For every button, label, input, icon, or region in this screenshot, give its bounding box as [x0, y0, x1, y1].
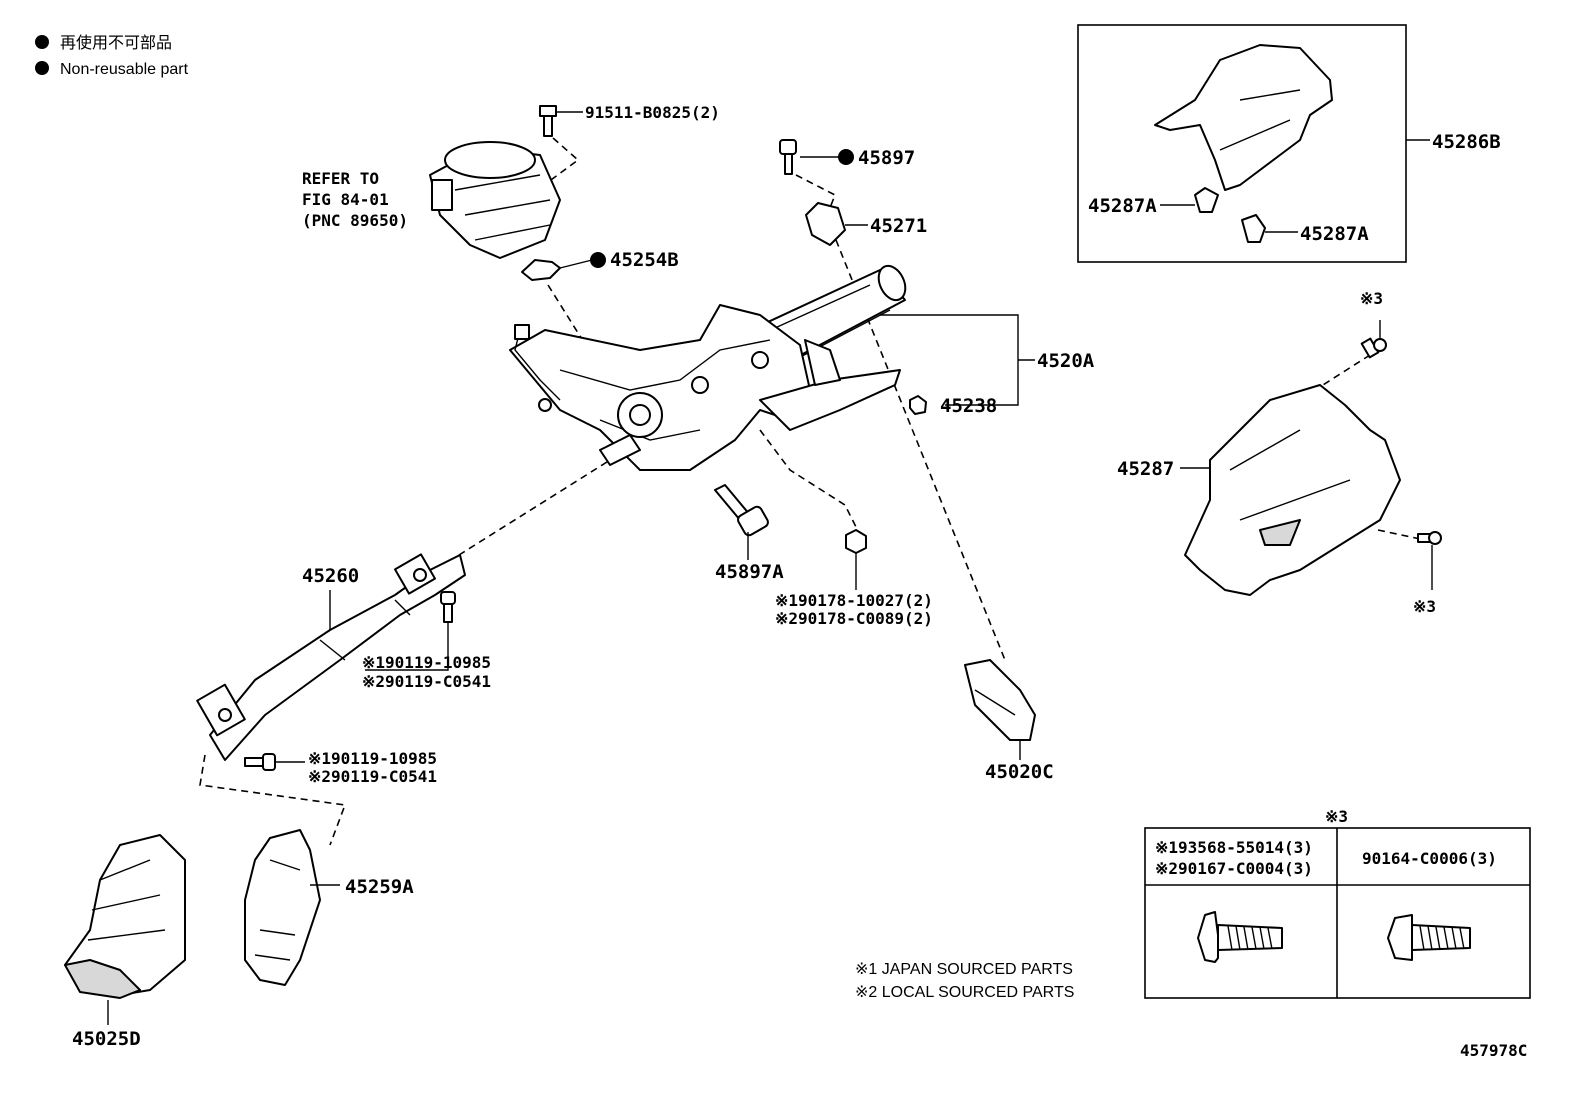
- bolt-45897: [779, 139, 854, 175]
- source-notes: ※1 JAPAN SOURCED PARTS ※2 LOCAL SOURCED …: [855, 961, 1074, 1001]
- label-45287a-right: 45287A: [1300, 223, 1369, 245]
- non-reusable-dot-icon: [590, 252, 606, 268]
- sensor-45020c: [964, 659, 1036, 760]
- legend-label-jp: 再使用不可部品: [60, 34, 172, 52]
- label-45897: 45897: [858, 147, 915, 169]
- table-title: ※3: [1325, 807, 1348, 826]
- table-col1-line1: ※193568-55014(3): [1155, 838, 1313, 857]
- group-45286b: [1077, 24, 1430, 263]
- label-45287: 45287: [1117, 458, 1174, 480]
- non-reusable-dot-icon: [35, 61, 49, 75]
- bolt-90119-upper: [365, 591, 456, 671]
- power-steering-motor: [429, 141, 561, 259]
- boot-45025d: [64, 834, 186, 1025]
- intermediate-shaft-45260: [196, 553, 466, 761]
- leader-4520a: [880, 314, 1035, 406]
- legend-label-en: Non-reusable part: [60, 61, 189, 78]
- label-refer-line3: (PNC 89650): [302, 211, 408, 230]
- bolt-90119-lower: [244, 753, 305, 771]
- label-ref3-top: ※3: [1360, 289, 1383, 308]
- non-reusable-dot-icon: [838, 149, 854, 165]
- table-col2: 90164-C0006(3): [1362, 849, 1497, 868]
- label-45254b: 45254B: [610, 249, 679, 271]
- legend: 再使用不可部品 Non-reusable part: [35, 34, 189, 78]
- label-91511-b0825: 91511-B0825(2): [585, 103, 720, 122]
- label-45260: 45260: [302, 565, 359, 587]
- part-labels: 91511-B0825(2) REFER TO FIG 84-01 (PNC 8…: [72, 103, 1501, 1050]
- label-4520a: 4520A: [1037, 350, 1095, 372]
- label-90178-jp: ※190178-10027(2): [775, 591, 933, 610]
- label-90119-lower-jp: ※190119-10985: [308, 749, 437, 768]
- label-45259a: 45259A: [345, 876, 414, 898]
- nut-90178: [845, 529, 867, 590]
- label-90119-upper-jp: ※190119-10985: [362, 653, 491, 672]
- table-col1-line2: ※290167-C0004(3): [1155, 859, 1313, 878]
- screw-table: [1144, 827, 1531, 999]
- screw-90164-icon: [1387, 914, 1471, 961]
- screw-table-text: ※3 ※193568-55014(3) ※290167-C0004(3) 901…: [1155, 807, 1497, 878]
- label-45286b: 45286B: [1432, 131, 1501, 153]
- screw-93568-icon: [1197, 911, 1283, 963]
- steering-column-assembly: [509, 264, 907, 471]
- label-45020c: 45020C: [985, 761, 1054, 783]
- clip-45254b: [521, 252, 606, 281]
- label-90119-lower-local: ※290119-C0541: [308, 767, 437, 786]
- label-ref3-bottom: ※3: [1413, 597, 1436, 616]
- note-local-sourced: ※2 LOCAL SOURCED PARTS: [855, 984, 1074, 1001]
- label-45287a-left: 45287A: [1088, 195, 1157, 217]
- label-90119-upper-local: ※290119-C0541: [362, 672, 491, 691]
- figure-id: 457978C: [1460, 1041, 1527, 1060]
- label-refer-line2: FIG 84-01: [302, 190, 389, 209]
- nut-45238: [909, 395, 927, 415]
- note-japan-sourced: ※1 JAPAN SOURCED PARTS: [855, 961, 1073, 978]
- label-45897a: 45897A: [715, 561, 784, 583]
- label-45271: 45271: [870, 215, 927, 237]
- non-reusable-dot-icon: [35, 35, 49, 49]
- label-90178-local: ※290178-C0089(2): [775, 609, 933, 628]
- bolt-45897a: [714, 484, 769, 560]
- label-45238: 45238: [940, 395, 997, 417]
- label-refer-line1: REFER TO: [302, 169, 379, 188]
- cover-45259a: [244, 829, 340, 986]
- cover-45287: [1180, 320, 1442, 596]
- label-45025d: 45025D: [72, 1028, 141, 1050]
- bolt-91511: [539, 105, 583, 137]
- bracket-45271: [805, 202, 868, 246]
